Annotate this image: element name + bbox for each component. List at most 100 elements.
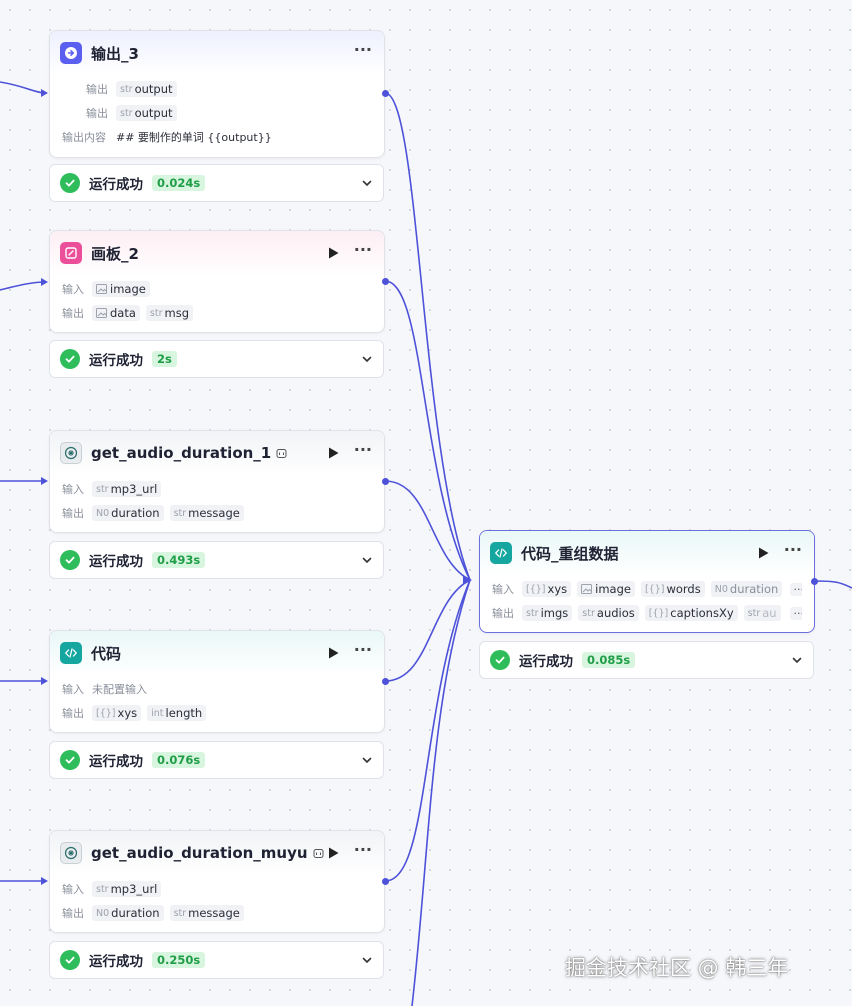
- code-node-icon: [60, 642, 82, 664]
- success-check-icon: [60, 173, 80, 193]
- input-label: 输入: [62, 483, 84, 496]
- run-status-bar[interactable]: 运行成功 0.250s: [49, 941, 384, 979]
- output-label: 输出: [86, 107, 108, 120]
- run-status-bar[interactable]: 运行成功 0.076s: [49, 741, 384, 779]
- run-status-bar[interactable]: 运行成功 2s: [49, 340, 384, 378]
- edge-output3-regroup: [384, 92, 471, 581]
- play-icon[interactable]: [327, 846, 341, 860]
- plugin-node-icon: [60, 442, 82, 464]
- chevron-down-icon[interactable]: [361, 177, 373, 189]
- edge-in-canvas2: [0, 281, 47, 291]
- status-text: 运行成功: [89, 353, 143, 369]
- input-chip: [{}]xys: [522, 581, 572, 597]
- output-chip: [{}]captionsXy: [644, 605, 738, 621]
- success-check-icon: [60, 349, 80, 369]
- output-label: 输出: [492, 607, 514, 620]
- output-port[interactable]: [382, 90, 389, 97]
- play-icon[interactable]: [327, 446, 341, 460]
- node-header: 代码 ···: [50, 631, 384, 675]
- output-chip: data: [92, 305, 140, 321]
- success-check-icon: [490, 650, 510, 670]
- chevron-down-icon[interactable]: [361, 353, 373, 365]
- edge-code-regroup: [384, 579, 471, 682]
- plugin-node-icon: [60, 842, 82, 864]
- node-title: 画板_2: [91, 244, 139, 263]
- more-options-icon[interactable]: ···: [783, 540, 802, 559]
- output-label: 输出: [62, 707, 84, 720]
- image-type-icon: [96, 308, 107, 318]
- code-node-icon: [490, 542, 512, 564]
- node-title: 代码: [91, 644, 122, 663]
- status-text: 运行成功: [89, 754, 143, 770]
- output-content-label: 输出内容: [62, 131, 106, 144]
- plugin-badge-icon: [276, 448, 287, 459]
- more-options-icon[interactable]: ···: [353, 240, 372, 259]
- node-header: 画板_2 ···: [50, 231, 384, 275]
- output-port[interactable]: [382, 278, 389, 285]
- input-chip: image: [92, 281, 150, 297]
- output-port[interactable]: [382, 678, 389, 685]
- more-inputs-button[interactable]: ···: [789, 582, 802, 596]
- edge-audio1-regroup: [384, 480, 471, 581]
- more-options-icon[interactable]: ···: [353, 440, 372, 459]
- output-label: 输出: [62, 507, 84, 520]
- node-code-regroup-data[interactable]: 代码_重组数据 ··· 输入 [{}]xys image [{}]words N…: [479, 530, 815, 633]
- run-time-badge: 0.076s: [152, 752, 206, 768]
- node-title: 代码_重组数据: [521, 544, 619, 563]
- run-time-badge: 0.085s: [582, 652, 636, 668]
- watermark: 掘金技术社区 @ 韩三年: [565, 956, 789, 980]
- more-options-icon[interactable]: ···: [353, 40, 372, 59]
- node-title: get_audio_duration_muyu: [91, 844, 308, 862]
- edge-in-output3: [0, 81, 47, 94]
- image-type-icon: [581, 584, 593, 594]
- chevron-down-icon[interactable]: [361, 754, 373, 766]
- edge-regroup-out: [814, 580, 852, 589]
- output-port[interactable]: [811, 578, 818, 585]
- more-options-icon[interactable]: ···: [353, 840, 372, 859]
- run-status-bar[interactable]: 运行成功 0.085s: [479, 641, 814, 679]
- status-text: 运行成功: [519, 654, 573, 670]
- chevron-down-icon[interactable]: [361, 554, 373, 566]
- output-node-icon: [60, 42, 82, 64]
- output-port[interactable]: [382, 878, 389, 885]
- input-label: 输入: [62, 883, 84, 896]
- node-header: get_audio_duration_muyu ···: [50, 831, 384, 875]
- run-status-bar[interactable]: 运行成功 0.024s: [49, 164, 384, 202]
- run-status-bar[interactable]: 运行成功 0.493s: [49, 541, 384, 579]
- canvas-node-icon: [60, 242, 82, 264]
- plugin-badge-icon: [313, 848, 324, 859]
- chevron-down-icon[interactable]: [791, 654, 803, 666]
- node-header: get_audio_duration_1 ···: [50, 431, 384, 475]
- input-chip: [{}]words: [640, 581, 705, 597]
- more-options-icon[interactable]: ···: [353, 640, 372, 659]
- output-label: 输出: [62, 907, 84, 920]
- status-text: 运行成功: [89, 177, 143, 193]
- output-port[interactable]: [382, 478, 389, 485]
- play-icon[interactable]: [327, 646, 341, 660]
- play-icon[interactable]: [757, 546, 771, 560]
- output-chip: [{}]xys: [92, 705, 142, 721]
- node-header: 代码_重组数据 ···: [480, 531, 814, 575]
- node-title: 输出_3: [91, 44, 139, 63]
- play-icon[interactable]: [327, 246, 341, 260]
- output-label: 输出: [86, 83, 108, 96]
- chevron-down-icon[interactable]: [361, 954, 373, 966]
- more-outputs-button[interactable]: ···: [789, 606, 802, 620]
- success-check-icon: [60, 750, 80, 770]
